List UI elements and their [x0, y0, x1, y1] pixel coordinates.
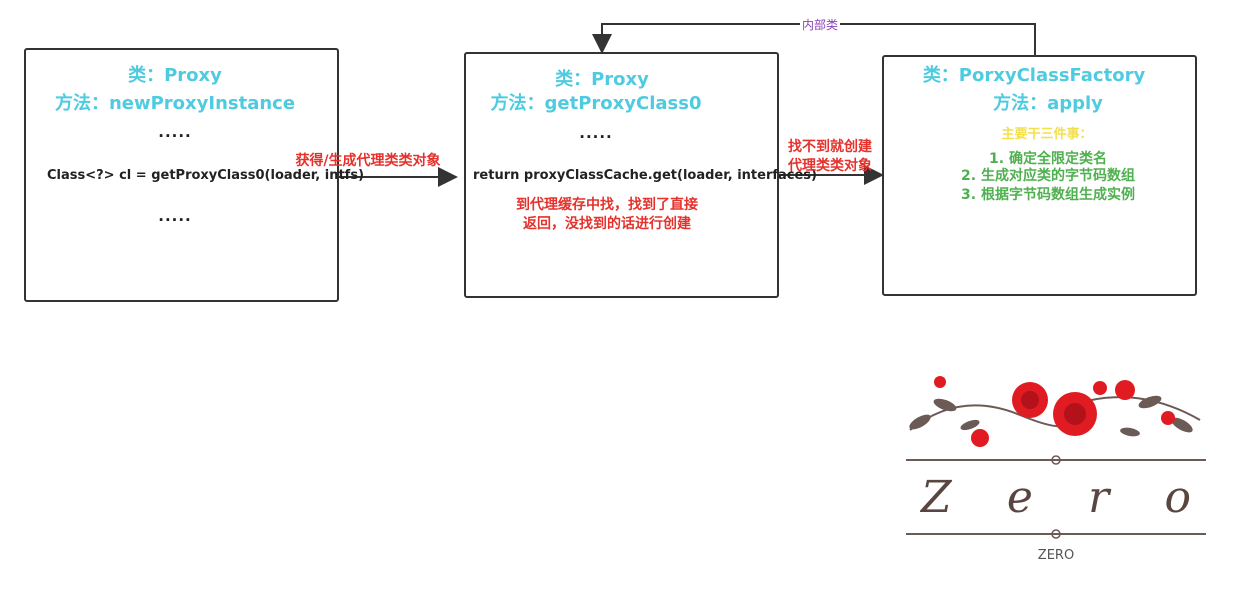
box-proxy-class-factory [882, 55, 1197, 296]
arrow-label-create-line2: 代理类类对象 [788, 158, 872, 174]
middle-code-line: return proxyClassCache.get(loader, inter… [473, 168, 817, 183]
middle-class-label: 类：Proxy [555, 69, 649, 90]
left-method-label: 方法：newProxyInstance [54, 93, 296, 114]
right-step-1: 1. 确定全限定类名 [989, 151, 1107, 167]
box-get-proxy-class0 [464, 52, 779, 298]
logo-leaf [1120, 427, 1140, 437]
logo-zero-subtext: ZERO [1038, 548, 1074, 563]
left-class-label: 类：Proxy [128, 65, 222, 86]
arrow-label-obtain-proxy-class: 获得/生成代理类类对象 [295, 153, 441, 169]
logo-rose [1021, 391, 1039, 409]
logo-ornament-bottom [1051, 529, 1061, 539]
middle-note-line2: 返回，没找到的话进行创建 [523, 216, 691, 232]
arrow-label-inner-class: 内部类 [799, 16, 841, 33]
left-dots-top: ····· [158, 127, 192, 145]
zero-logo: Zero ZERO [906, 376, 1206, 563]
logo-leaf [909, 414, 931, 430]
right-step-2: 2. 生成对应类的字节码数组 [961, 168, 1135, 184]
logo-zero-text: Zero [919, 472, 1191, 523]
logo-rose [1064, 403, 1086, 425]
arrow-label-create-line1: 找不到就创建 [788, 139, 872, 155]
logo-rose [1115, 380, 1135, 400]
logo-leaf [960, 419, 980, 431]
middle-dots: ····· [579, 128, 613, 146]
right-method-label: 方法：apply [993, 93, 1103, 114]
right-class-label: 类：PorxyClassFactory [922, 65, 1146, 86]
right-step-3: 3. 根据字节码数组生成实例 [961, 187, 1135, 203]
logo-rose [971, 429, 989, 447]
middle-note-line1: 到代理缓存中找，找到了直接 [516, 197, 698, 213]
left-code-line: Class<?> cl = getProxyClass0(loader, int… [47, 168, 365, 183]
right-heading: 主要干三件事： [1001, 127, 1093, 142]
logo-rose [934, 376, 946, 388]
middle-method-label: 方法：getProxyClass0 [490, 93, 702, 114]
left-dots-bottom: ····· [158, 211, 192, 229]
logo-leaf [1171, 417, 1193, 433]
logo-vine-left [909, 404, 1073, 431]
logo-rose [1161, 411, 1175, 425]
logo-rose [1093, 381, 1107, 395]
logo-ornament-top [1051, 455, 1061, 465]
box-proxy-new-instance [24, 48, 339, 302]
logo-leaf [1138, 395, 1162, 409]
logo-leaf [933, 398, 957, 412]
